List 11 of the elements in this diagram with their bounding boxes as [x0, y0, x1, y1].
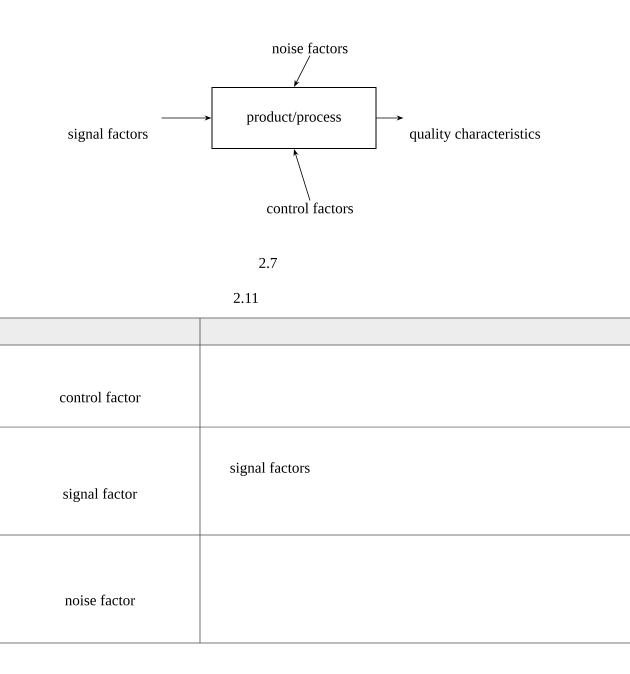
factor-label: noise factors: [272, 42, 348, 54]
factor-label: quality characteristics: [410, 128, 540, 142]
table-cell-text: noise factor: [65, 594, 136, 606]
caption-number: 2.7: [259, 258, 277, 268]
factor-label: signal factors: [68, 128, 148, 142]
table-cell-text: signal factors: [230, 462, 310, 476]
process-box: product/process: [212, 87, 376, 149]
table-cell-text: control factor: [60, 392, 140, 402]
factor-label: control factors: [267, 202, 353, 214]
table-cell-text: signal factor: [63, 488, 138, 502]
caption-number: 2.11: [234, 292, 258, 304]
